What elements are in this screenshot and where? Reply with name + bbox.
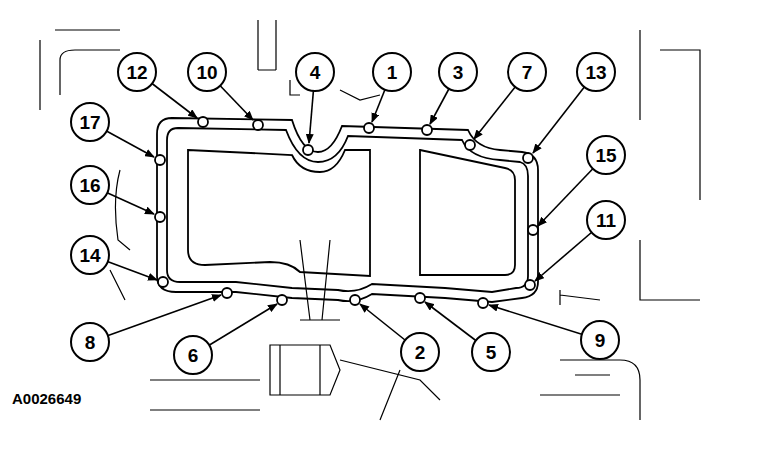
callout-circle: 3 xyxy=(438,52,478,92)
engine-background xyxy=(40,20,700,420)
callout-circle: 13 xyxy=(576,52,616,92)
callout-circle: 14 xyxy=(70,235,110,275)
callout-number: 12 xyxy=(126,63,147,82)
callout-circle: 2 xyxy=(400,332,440,372)
callout-number: 15 xyxy=(595,146,616,165)
callout-circle: 9 xyxy=(580,320,620,360)
callout-circle: 1 xyxy=(372,52,412,92)
callout-circle: 15 xyxy=(586,135,626,175)
callout-number: 13 xyxy=(585,63,606,82)
callout-number: 10 xyxy=(196,63,217,82)
callout-number: 5 xyxy=(486,343,497,362)
callout-number: 1 xyxy=(387,63,398,82)
callout-circle: 10 xyxy=(187,52,227,92)
callout-number: 14 xyxy=(79,246,100,265)
callout-number: 4 xyxy=(310,63,321,82)
leader-lines xyxy=(90,72,606,355)
oil-pan-outline xyxy=(157,118,538,302)
callout-circle: 6 xyxy=(173,335,213,375)
callout-circle: 8 xyxy=(70,322,110,362)
callout-number: 16 xyxy=(79,176,100,195)
callout-number: 11 xyxy=(596,211,616,230)
callout-number: 2 xyxy=(415,343,426,362)
callout-number: 17 xyxy=(79,113,100,132)
bolt-heads xyxy=(155,117,538,308)
callout-number: 8 xyxy=(85,333,96,352)
callout-circle: 5 xyxy=(471,332,511,372)
callout-circle: 7 xyxy=(507,52,547,92)
callout-number: 9 xyxy=(595,331,606,350)
callout-circle: 12 xyxy=(117,52,157,92)
callout-number: 3 xyxy=(453,63,464,82)
callout-circle: 4 xyxy=(295,52,335,92)
callout-number: 6 xyxy=(188,346,199,365)
callout-circle: 17 xyxy=(70,102,110,142)
callout-circle: 11 xyxy=(586,200,626,240)
figure-code: A0026649 xyxy=(12,390,81,407)
callout-circle: 16 xyxy=(70,165,110,205)
callout-number: 7 xyxy=(522,63,533,82)
